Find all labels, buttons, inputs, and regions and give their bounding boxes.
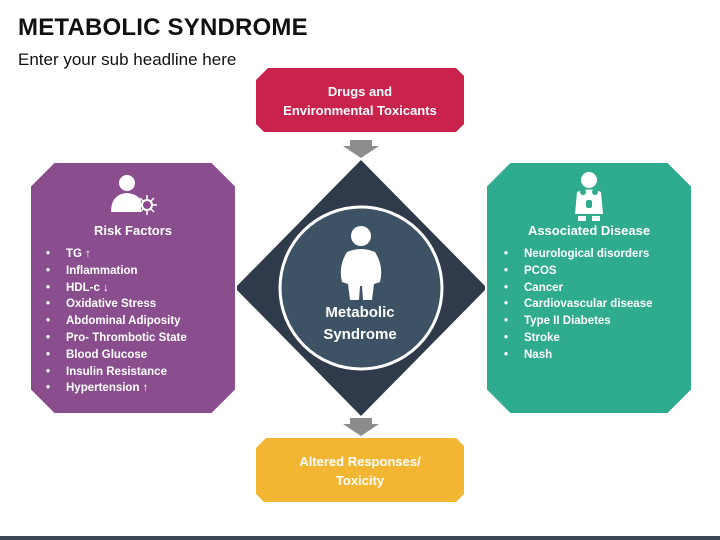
obese-person-icon bbox=[340, 226, 382, 300]
top-arrow bbox=[343, 140, 379, 158]
bottom-box-line1: Altered Responses/ bbox=[299, 454, 421, 469]
person-virus-icon bbox=[111, 175, 157, 215]
top-box-label: Drugs and Environmental Toxicants bbox=[256, 82, 464, 120]
center-circle bbox=[278, 205, 444, 371]
page-subtitle: Enter your sub headline here bbox=[18, 50, 237, 69]
center-line2: Syndrome bbox=[323, 326, 397, 343]
list-item: Oxidative Stress bbox=[42, 296, 187, 313]
list-item: Nash bbox=[500, 347, 653, 364]
list-item: Blood Glucose bbox=[42, 347, 187, 364]
bottom-box-shape bbox=[256, 438, 464, 502]
top-box-shape bbox=[256, 68, 464, 132]
list-item: Cancer bbox=[500, 280, 653, 297]
bottom-box-label: Altered Responses/ Toxicity bbox=[256, 452, 464, 490]
top-box-line1: Drugs and bbox=[327, 84, 393, 99]
list-item: Hypertension ↑ bbox=[42, 380, 187, 397]
list-item: TG ↑ bbox=[42, 246, 187, 263]
risk-factors-list: TG ↑ Inflammation HDL-c ↓ Oxidative Stre… bbox=[42, 246, 187, 397]
list-item: Inflammation bbox=[42, 263, 187, 280]
page-title: METABOLIC SYNDROME bbox=[18, 14, 308, 41]
bottom-box-line2: Toxicity bbox=[335, 473, 385, 488]
bottom-arrow bbox=[343, 418, 379, 436]
list-item: Pro- Thrombotic State bbox=[42, 330, 187, 347]
right-panel-title: Associated Disease bbox=[527, 223, 651, 238]
body-organs-icon bbox=[575, 172, 603, 221]
list-item: Stroke bbox=[500, 330, 653, 347]
left-panel-title: Risk Factors bbox=[93, 223, 173, 238]
list-item: Neurological disorders bbox=[500, 246, 653, 263]
list-item: Cardiovascular disease bbox=[500, 296, 653, 313]
center-line1: Metabolic bbox=[325, 304, 395, 321]
center-label: Metabolic Syndrome bbox=[290, 302, 430, 346]
top-box-line2: Environmental Toxicants bbox=[283, 103, 437, 118]
bottom-bar bbox=[0, 536, 720, 540]
list-item: HDL-c ↓ bbox=[42, 280, 187, 297]
list-item: Abdominal Adiposity bbox=[42, 313, 187, 330]
list-item: PCOS bbox=[500, 263, 653, 280]
list-item: Type II Diabetes bbox=[500, 313, 653, 330]
associated-disease-list: Neurological disorders PCOS Cancer Cardi… bbox=[500, 246, 653, 364]
list-item: Insulin Resistance bbox=[42, 364, 187, 381]
